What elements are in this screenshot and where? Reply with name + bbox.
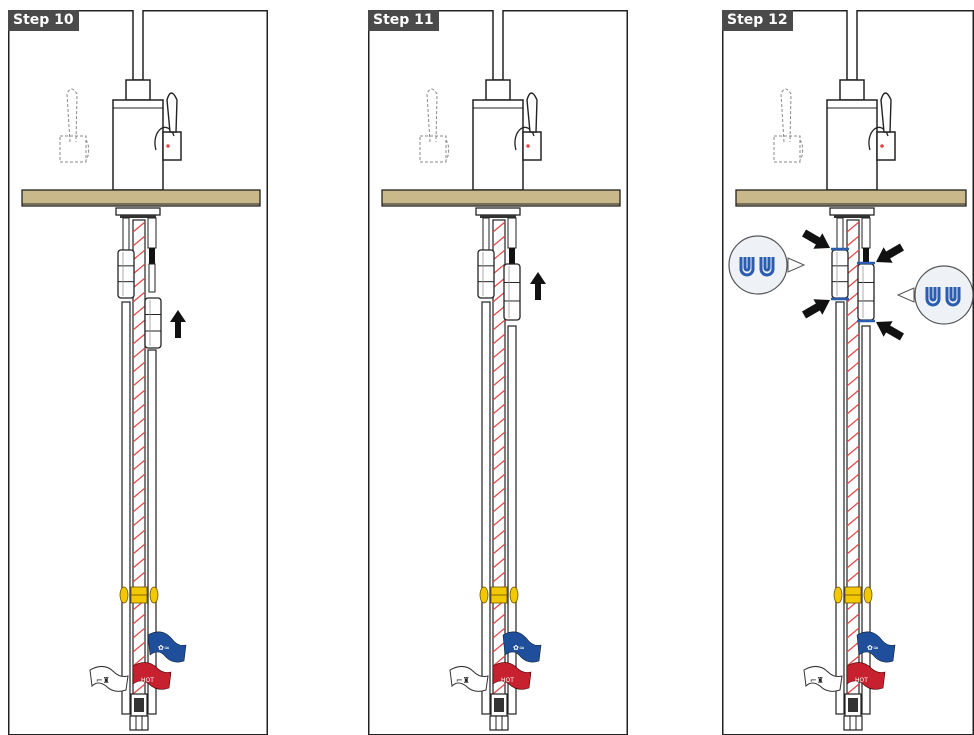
connector-fitting	[117, 249, 135, 299]
bottom-fitting	[843, 693, 863, 731]
connector-fitting	[831, 249, 849, 299]
step-panel: ✿≈ ⌐♜ HOT Step 10	[8, 10, 268, 735]
step-panel: ✿≈ ⌐♜ HOT Step 11	[368, 10, 628, 735]
svg-text:⌐♜: ⌐♜	[96, 676, 110, 685]
svg-text:✿≈: ✿≈	[513, 644, 525, 652]
locking-clip	[831, 247, 875, 323]
filtered-hose	[861, 325, 871, 715]
connector-fitting	[144, 297, 162, 349]
arrow-in-icon	[876, 321, 904, 341]
step-label: Step 10	[8, 10, 79, 31]
flag-icon: ✿≈ ⌐♜ HOT	[803, 631, 896, 692]
cold-hose	[481, 301, 491, 715]
faucet	[59, 10, 182, 191]
countertop	[735, 189, 967, 207]
cold-hose	[835, 301, 845, 715]
svg-text:✿≈: ✿≈	[158, 644, 170, 652]
arrow-in-icon	[876, 243, 904, 263]
hose-clamp	[479, 586, 519, 604]
clip-callout-icon	[896, 265, 974, 325]
countertop	[21, 189, 261, 207]
connector-fitting	[503, 263, 521, 321]
arrow-up-icon	[170, 310, 186, 338]
connector-fitting	[477, 249, 495, 299]
svg-text:HOT: HOT	[141, 677, 154, 684]
cold-hose	[121, 301, 131, 715]
arrow-in-icon	[802, 229, 830, 249]
countertop	[381, 189, 621, 207]
hose-clamp	[119, 586, 159, 604]
svg-text:HOT: HOT	[855, 677, 868, 684]
hot-hose	[132, 219, 146, 715]
filtered-hose	[147, 349, 157, 715]
hose-clamp	[833, 586, 873, 604]
svg-text:✿≈: ✿≈	[867, 644, 879, 652]
faucet	[773, 10, 896, 191]
svg-text:HOT: HOT	[501, 677, 514, 684]
filtered-hose	[507, 325, 517, 715]
bottom-fitting	[489, 693, 509, 731]
step-panel: ✿≈ ⌐♜ HOT Step 12	[722, 10, 974, 735]
arrow-up-icon	[530, 272, 546, 300]
step-label: Step 11	[368, 10, 439, 31]
flag-icon: ✿≈ ⌐♜ HOT	[89, 631, 187, 692]
arrow-in-icon	[802, 299, 830, 319]
svg-text:⌐♜: ⌐♜	[456, 676, 470, 685]
flag-icon: ✿≈ ⌐♜ HOT	[449, 631, 542, 692]
mounting-nut	[475, 207, 521, 218]
mounting-nut	[115, 207, 161, 218]
mounting-nut	[829, 207, 875, 218]
clip-callout-icon	[728, 235, 806, 295]
step-label: Step 12	[722, 10, 793, 31]
svg-text:⌐♜: ⌐♜	[810, 676, 824, 685]
bottom-fitting	[129, 693, 149, 731]
connector-fitting	[857, 263, 875, 321]
faucet	[419, 10, 542, 191]
